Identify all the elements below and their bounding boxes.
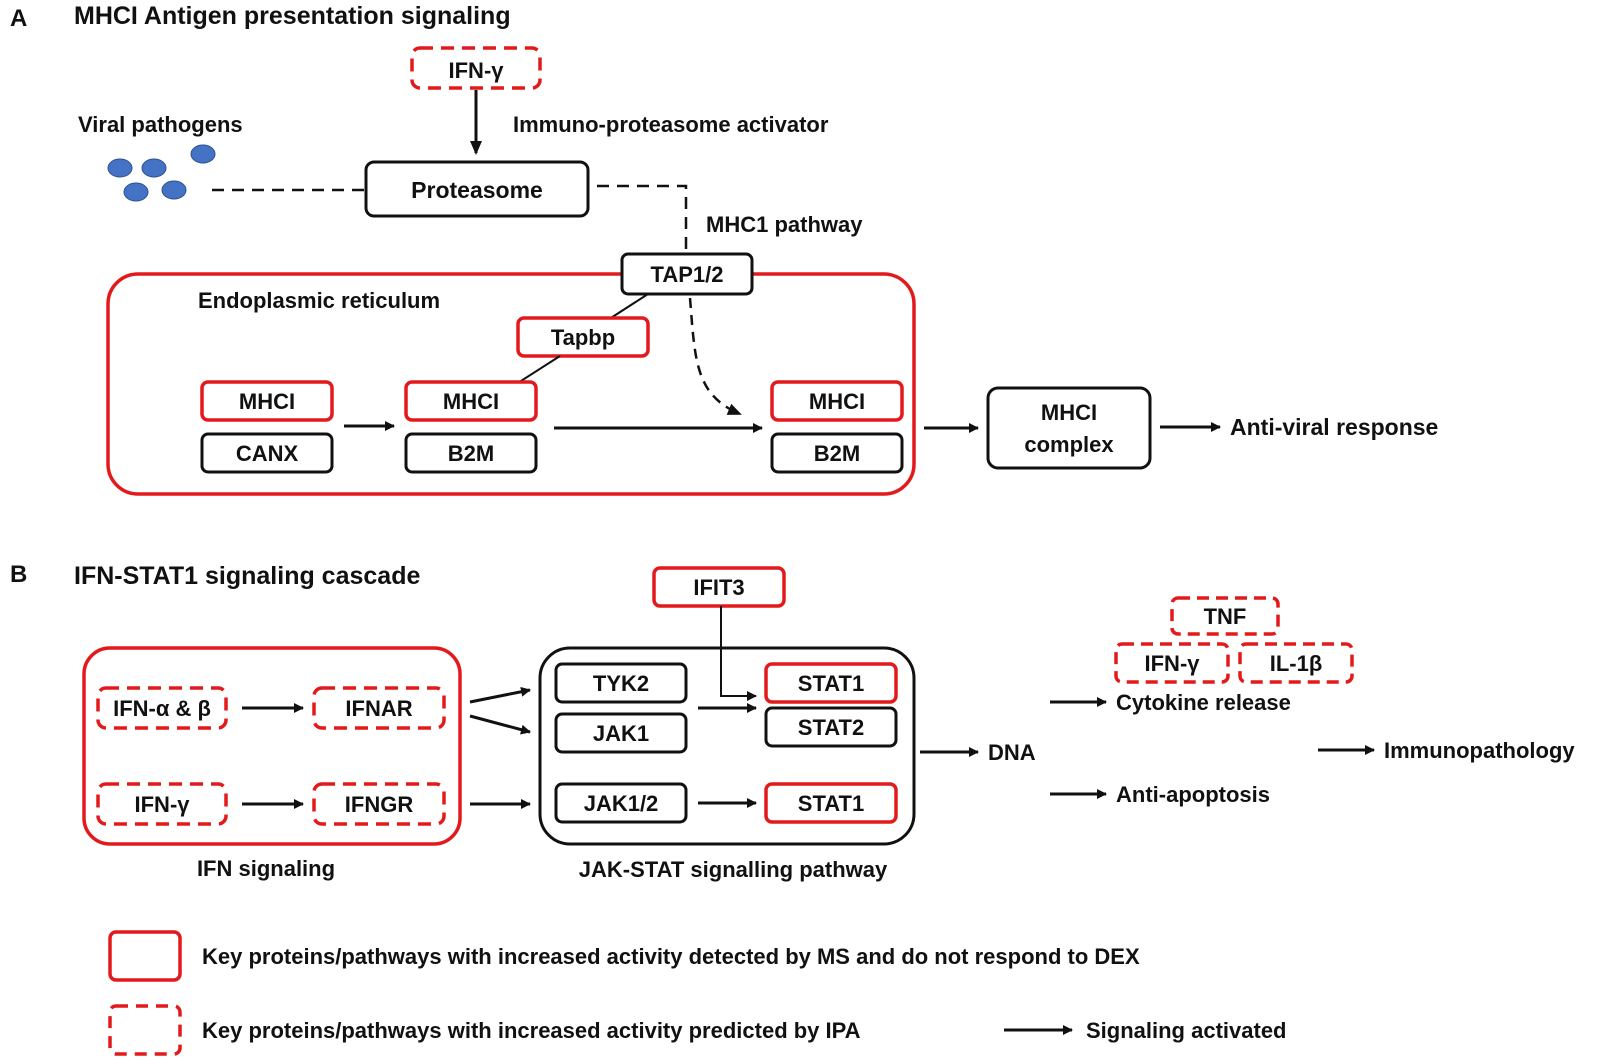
viral-pathogens-label: Viral pathogens [78, 112, 243, 137]
panel-a-title: MHCI Antigen presentation signaling [74, 2, 511, 30]
virus-particle [141, 158, 167, 178]
ifnar-label: IFNAR [345, 696, 412, 721]
endoplasmic-reticulum-box [106, 272, 916, 496]
b2m-box-1 [404, 432, 538, 474]
legend-arrow-text: Signaling activated [1086, 1018, 1287, 1043]
ifn-alpha-beta-box [96, 686, 228, 730]
ifn-signaling-label: IFN signaling [197, 856, 335, 881]
ifit3-box [652, 566, 786, 608]
viral-pathogen-particles [107, 144, 216, 202]
virus-particle [190, 144, 216, 164]
jak12-box [554, 782, 688, 824]
dna-label: DNA [988, 740, 1036, 765]
ifngr-label: IFNGR [345, 792, 414, 817]
ifn-gamma-label-b: IFN-γ [135, 792, 191, 817]
stat1-label-top: STAT1 [798, 671, 864, 696]
il1b-label: IL-1β [1270, 651, 1323, 676]
mhc1-pathway-label: MHC1 pathway [706, 212, 863, 237]
jak-stat-label: JAK-STAT signalling pathway [579, 857, 888, 882]
ifngr-box [312, 782, 446, 826]
ifn-gamma-box-out [1114, 642, 1230, 684]
mhci-complex-box [986, 386, 1152, 470]
stat1-box-bottom [764, 782, 898, 824]
tyk2-box [554, 662, 688, 704]
ifn-signaling-box [82, 646, 462, 846]
immunopathology-label: Immunopathology [1384, 738, 1575, 763]
tapbp-label: Tapbp [551, 325, 615, 350]
il1b-box [1238, 642, 1354, 684]
canx-label: CANX [236, 441, 299, 466]
stat1-box-top [764, 662, 898, 704]
tnf-box [1170, 596, 1280, 636]
mhci-complex-label-line2: complex [1024, 432, 1114, 457]
b2m-label-2: B2M [814, 441, 860, 466]
tnf-label: TNF [1204, 604, 1247, 629]
mhci-label-3: MHCI [809, 389, 865, 414]
antiviral-response-label: Anti-viral response [1230, 414, 1438, 440]
jak12-label: JAK1/2 [584, 791, 659, 816]
ifn-gamma-label-a: IFN-γ [449, 58, 505, 83]
legend-solid-text: Key proteins/pathways with increased act… [202, 944, 1140, 969]
mhci-complex-label-line1: MHCI [1041, 400, 1097, 425]
panel-b-letter: B [10, 561, 27, 588]
jak1-box [554, 712, 688, 754]
panel-a-letter: A [10, 5, 27, 32]
proteasome-box [364, 160, 590, 218]
tap-box [620, 252, 754, 296]
anti-apoptosis-label: Anti-apoptosis [1116, 782, 1270, 807]
tyk2-label: TYK2 [593, 671, 649, 696]
ifn-alpha-beta-label: IFN-α & β [113, 696, 211, 721]
virus-particle [161, 180, 187, 200]
stat2-label: STAT2 [798, 715, 864, 740]
tap-label: TAP1/2 [651, 262, 724, 287]
canx-box [200, 432, 334, 474]
legend-solid-red-swatch [108, 930, 182, 982]
ifit3-label: IFIT3 [693, 575, 744, 600]
mhci-box-1 [200, 380, 334, 422]
mhci-box-2 [404, 380, 538, 422]
proteasome-to-tap-dashed-link [597, 184, 688, 252]
tapbp-box [516, 316, 650, 358]
virus-particle [123, 182, 149, 202]
ifnar-to-tyk2-arrow [469, 686, 531, 704]
b2m-label-1: B2M [448, 441, 494, 466]
ifnar-to-jak1-arrow [469, 714, 531, 735]
mhci-label-1: MHCI [239, 389, 295, 414]
mhci-box-3 [770, 380, 904, 422]
cytokine-release-label: Cytokine release [1116, 690, 1291, 715]
immuno-proteasome-activator-label: Immuno-proteasome activator [513, 112, 829, 137]
panel-b-title: IFN-STAT1 signaling cascade [74, 562, 420, 590]
ifit3-to-stat1-arrow [720, 606, 757, 701]
stat1-label-bottom: STAT1 [798, 791, 864, 816]
legend-dashed-red-swatch [108, 1004, 182, 1056]
ifn-gamma-box-b [96, 782, 228, 826]
virus-particle [107, 158, 133, 178]
ifn-gamma-box-a [410, 46, 542, 90]
jak-stat-box [538, 646, 916, 846]
jak1-label: JAK1 [593, 721, 649, 746]
legend-dashed-text: Key proteins/pathways with increased act… [202, 1018, 861, 1043]
stat2-box [764, 706, 898, 748]
ifn-gamma-label-out: IFN-γ [1145, 651, 1201, 676]
b2m-box-2 [770, 432, 904, 474]
ifnar-box [312, 686, 446, 730]
endoplasmic-reticulum-label: Endoplasmic reticulum [198, 288, 440, 313]
proteasome-label: Proteasome [411, 177, 543, 203]
tap-to-mhci-dashed-arrow [688, 297, 742, 416]
mhci-label-2: MHCI [443, 389, 499, 414]
